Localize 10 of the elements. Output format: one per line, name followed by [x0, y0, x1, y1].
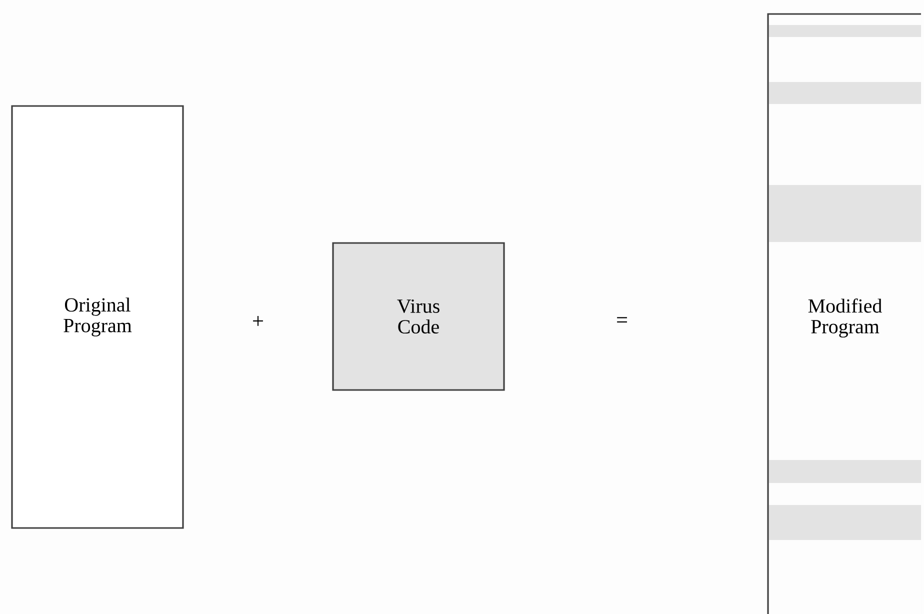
operator-sign: = [617, 317, 627, 322]
code-band [769, 185, 922, 242]
code-band [769, 460, 922, 483]
operator-sign: + [253, 316, 263, 326]
code-band [769, 82, 922, 104]
code-band [769, 25, 922, 37]
program-box: Modified Program [767, 13, 922, 614]
program-box: Original Program [11, 105, 184, 529]
program-box: Virus Code [332, 242, 505, 391]
code-band [769, 505, 922, 540]
